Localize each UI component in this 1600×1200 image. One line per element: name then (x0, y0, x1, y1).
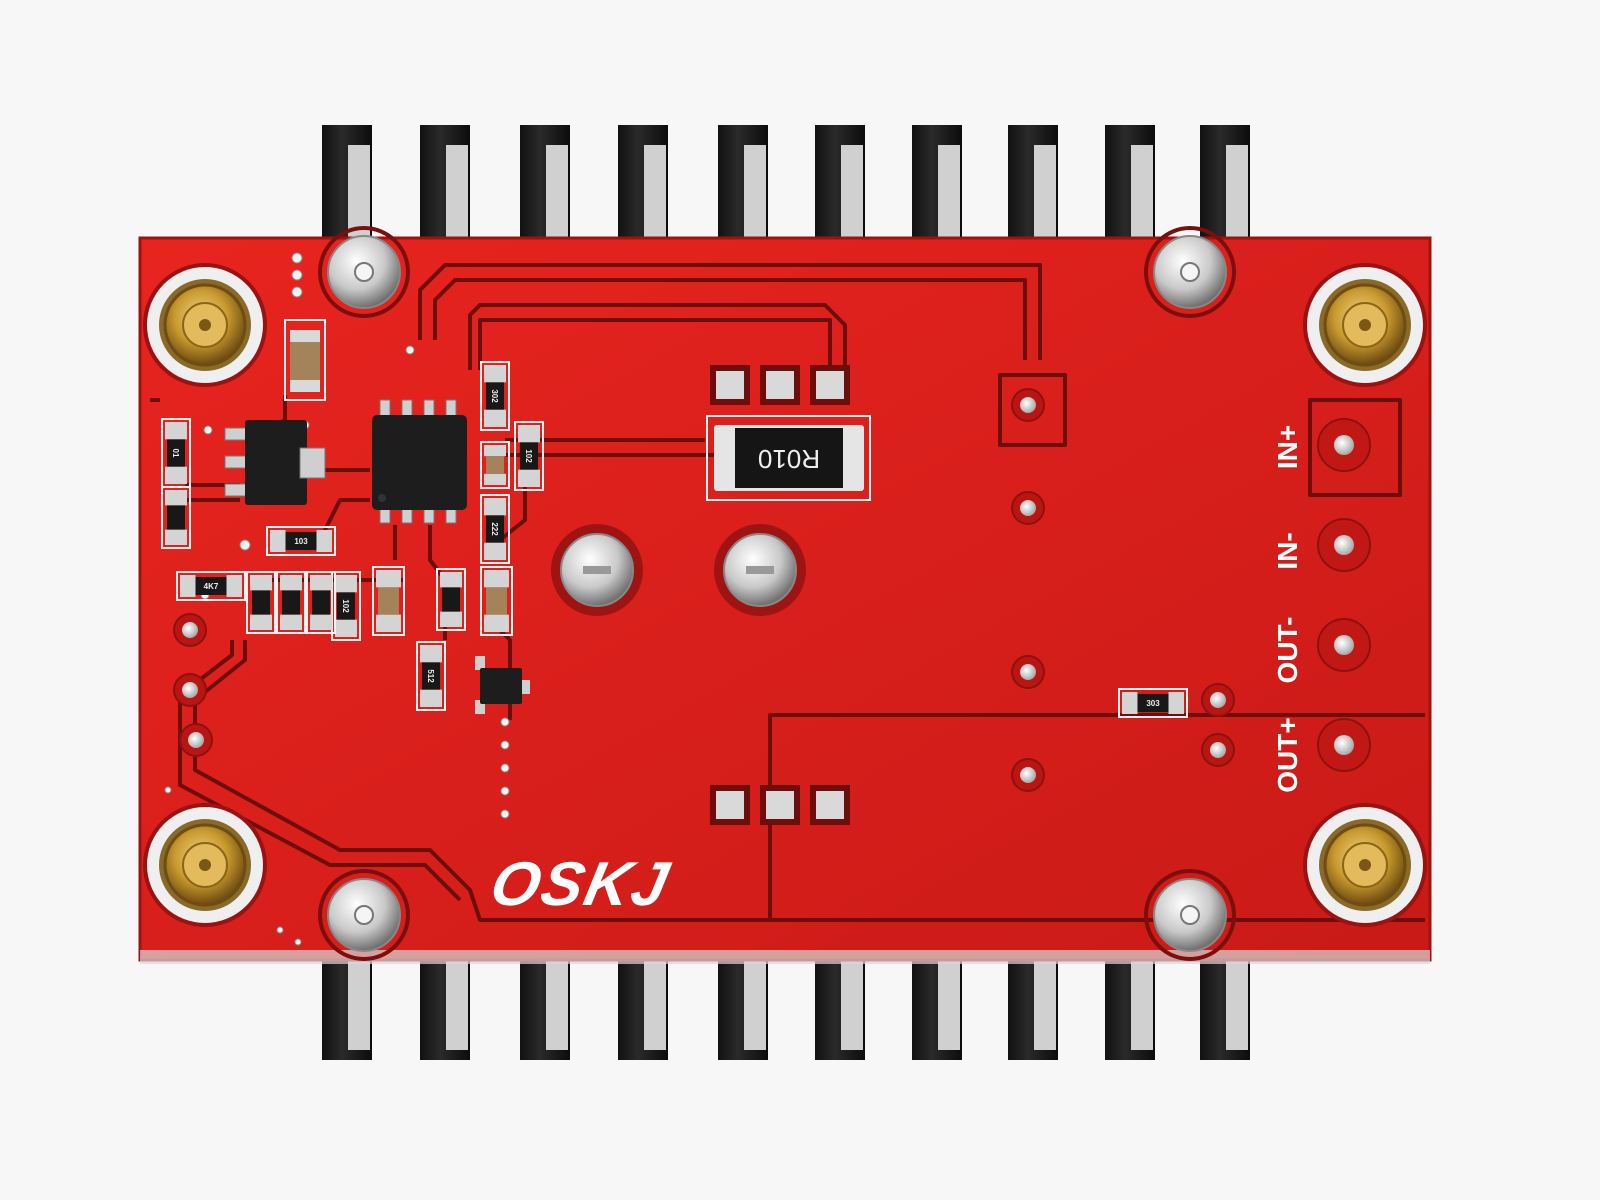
smd-footprint (436, 568, 466, 631)
pin-label-in-plus: IN+ (1272, 425, 1303, 469)
smd-code: 222 (490, 522, 499, 536)
square-pad (766, 791, 794, 819)
smd-footprint (480, 566, 513, 636)
smd-code: 102 (341, 599, 350, 613)
via-pad (188, 732, 204, 748)
smd-capacitor (284, 319, 326, 401)
power-device-pads (710, 365, 850, 825)
smd-components: 01 103 302 102 4K7 102 222 512 303 (161, 361, 1188, 718)
smd-code: 303 (1146, 699, 1160, 708)
smd-footprint: 302 (480, 361, 510, 431)
smd-footprint: 4K7 (176, 571, 246, 601)
smd-footprint: 512 (416, 641, 446, 711)
pin-labels: IN+ IN- OUT- OUT+ (1272, 425, 1303, 793)
square-pad (766, 371, 794, 399)
smd-code: 512 (426, 669, 435, 683)
square-pad (816, 791, 844, 819)
smd-footprint: 103 (266, 526, 336, 556)
via-pad (1020, 767, 1036, 783)
shunt-resistor: R010 (706, 415, 871, 501)
smd-code: 103 (294, 537, 308, 546)
smd-code: 302 (490, 389, 499, 403)
control-ic-chip (372, 399, 467, 524)
smd-footprint (480, 441, 510, 489)
smd-footprint: 222 (480, 494, 510, 564)
via-pad (1020, 664, 1036, 680)
smd-code: 01 (171, 449, 180, 458)
smd-footprint: 01 (161, 418, 191, 488)
via-pad (182, 622, 198, 638)
smd-footprint (246, 571, 276, 634)
via-pad (1210, 742, 1226, 758)
pin-label-out-plus: OUT+ (1272, 717, 1303, 792)
square-pad (716, 371, 744, 399)
through-hole-pads (173, 388, 1371, 792)
smd-footprint (306, 571, 336, 634)
smd-footprint (161, 486, 191, 549)
square-pad (716, 791, 744, 819)
smd-footprint: 102 (331, 571, 361, 641)
square-pad (816, 371, 844, 399)
smd-footprint: 303 (1118, 688, 1188, 718)
brand-logo: OSKJ (485, 850, 677, 919)
pin-label-out-minus: OUT- (1272, 617, 1303, 684)
voltage-regulator (224, 420, 326, 505)
mounting-screws (318, 226, 1236, 961)
via-pad (1020, 397, 1036, 413)
smd-footprint (276, 571, 306, 634)
smd-footprint: 102 (514, 421, 544, 491)
small-transistor (475, 656, 530, 714)
shunt-resistor-code: R010 (758, 444, 820, 474)
pin-label-in-minus: IN- (1272, 532, 1303, 569)
via-pad (1210, 692, 1226, 708)
brass-standoffs (143, 263, 1427, 927)
via-pad (1020, 500, 1036, 516)
smd-code: 102 (524, 449, 533, 463)
via-pad (182, 682, 198, 698)
smd-code: 4K7 (204, 582, 219, 591)
heatsink-fins (322, 125, 1250, 1060)
small-vias (164, 252, 510, 946)
smd-footprint (372, 566, 405, 636)
